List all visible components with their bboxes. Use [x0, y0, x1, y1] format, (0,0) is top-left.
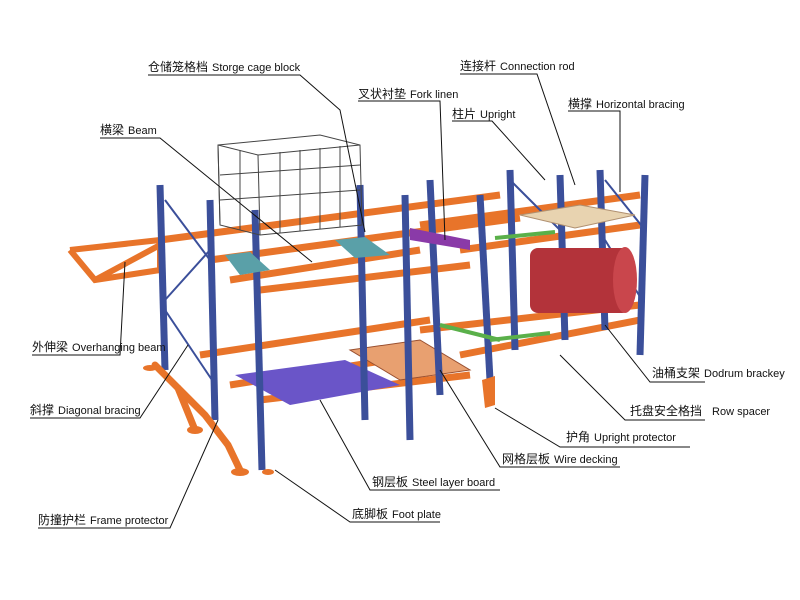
label-zh: 油桶支架 [652, 366, 701, 380]
label-row-spacer: 托盘安全格挡 Row spacer [630, 404, 770, 419]
label-en: Beam [128, 125, 157, 137]
frame-protector [151, 361, 244, 474]
steel-layer-board [235, 360, 400, 405]
label-en: Wire decking [554, 454, 618, 466]
label-zh: 网格层板 [502, 452, 551, 466]
horizontal-bracing-teal [225, 252, 270, 275]
label-en: Steel layer board [412, 477, 496, 489]
label-zh: 斜撑 [30, 403, 55, 417]
label-zh: 叉状衬垫 [358, 87, 407, 101]
pallet [519, 204, 636, 229]
label-zh: 钢层板 [372, 475, 409, 489]
label-en: Storge cage block [212, 62, 301, 74]
leader-lines [30, 73, 705, 529]
label-zh: 防撞护栏 [38, 513, 87, 527]
label-zh: 护角 [566, 430, 591, 444]
overhanging-beam [67, 236, 163, 284]
label-zh: 底脚板 [352, 507, 389, 521]
label-zh: 仓储笼格档 [148, 60, 209, 74]
label-en: Connection rod [500, 61, 575, 73]
label-en: Fork linen [410, 89, 459, 101]
label-en: Dodrum brackey [704, 368, 785, 380]
label-zh: 横撑 [568, 97, 593, 111]
label-en: Row spacer [712, 406, 771, 418]
upright-protector [482, 376, 495, 408]
label-zh: 外伸梁 [32, 340, 69, 354]
label-zh: 横梁 [100, 123, 125, 137]
oil-drum [530, 247, 637, 313]
fork-linen [410, 228, 470, 250]
label-en: Overhanging beam [72, 342, 166, 354]
label-en: Upright [480, 109, 516, 121]
row-spacers [439, 230, 556, 342]
label-en: Upright protector [594, 432, 676, 444]
label-zh: 柱片 [452, 107, 477, 121]
label-zh: 托盘安全格挡 [630, 404, 703, 418]
storage-cage [217, 134, 363, 236]
label-en: Frame protector [90, 515, 169, 527]
label-en: Foot plate [392, 509, 441, 521]
label-en: Diagonal bracing [58, 405, 141, 417]
label-zh: 连接杆 [460, 59, 497, 73]
foot-plates [143, 365, 274, 476]
horizontal-bracing-teal-2 [335, 237, 390, 258]
label-en: Horizontal bracing [596, 99, 685, 111]
